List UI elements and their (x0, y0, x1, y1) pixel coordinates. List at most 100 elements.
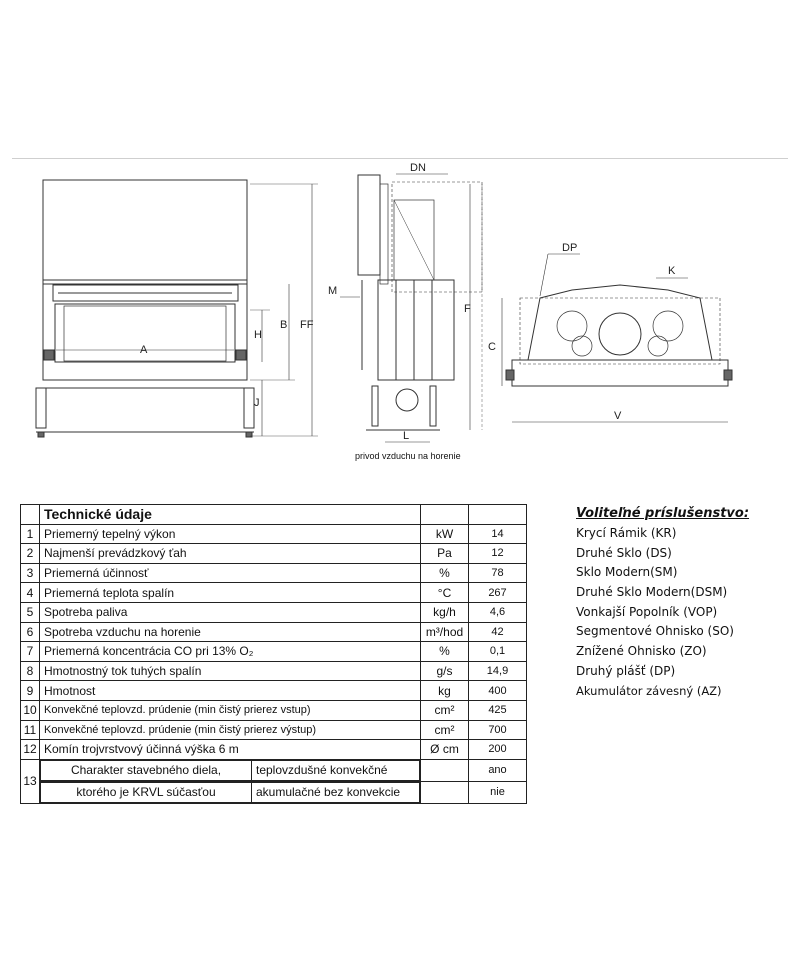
row-unit: m³/hod (420, 621, 469, 643)
side-view (340, 173, 483, 443)
dim-label-f: F (464, 303, 471, 315)
top-view (501, 253, 733, 423)
row-parameter: Najmenší prevádzkový ťah (39, 543, 421, 564)
row-unit: g/s (420, 660, 469, 682)
row-number: 11 (20, 719, 40, 741)
accessory-item: Krycí Rámik (KR) (576, 526, 677, 540)
dim-label-b: B (280, 319, 287, 331)
accessory-item: Vonkajší Popolník (VOP) (576, 604, 718, 619)
row13-option-2: akumulačné bez konvekcie (251, 781, 420, 803)
accessory-item: Sklo Modern(SM) (576, 565, 678, 580)
row-value: 42 (468, 621, 527, 643)
row-unit: kg/h (420, 601, 469, 623)
dim-label-j: J (254, 397, 260, 409)
row-number: 2 (20, 543, 40, 564)
row-number: 9 (20, 680, 40, 701)
row-number: 5 (20, 601, 40, 623)
row-number: 6 (20, 621, 40, 643)
fireplace-technical-drawing: A H J B FF DN M L F DP K C V (35, 162, 733, 443)
accessory-item: Segmentové Ohnisko (SO) (576, 624, 734, 639)
row-parameter: Priemerná koncentrácia CO pri 13% O₂ (39, 641, 421, 662)
row-value: 78 (468, 562, 527, 584)
row-number: 4 (20, 582, 40, 603)
row13-option-1: teplovzdušné konvekčné (251, 759, 420, 781)
row-value: 14 (468, 523, 527, 545)
row-parameter: Hmotnost (39, 680, 421, 701)
dim-label-dp: DP (562, 242, 577, 254)
table-row-13-a: 13 Charakter stavebného diela, teplovzdu… (20, 758, 527, 804)
row13-value-1: ano (468, 758, 527, 782)
table-row-13-b: ktorého je KRVL súčasťou akumulačné bez … (21, 780, 527, 804)
row-value: 14,9 (468, 660, 527, 682)
row-parameter: Priemerná teplota spalín (39, 582, 421, 603)
row-unit: cm² (420, 699, 469, 721)
dim-label-h: H (254, 329, 262, 341)
row-unit: kg (420, 680, 469, 701)
row-value: 200 (468, 739, 527, 760)
row-value: 425 (468, 699, 527, 721)
row13-value-2: nie (468, 780, 527, 804)
row-number: 13 (20, 758, 40, 804)
row-number: 3 (20, 562, 40, 584)
row-parameter: Konvekčné teplovzd. prúdenie (min čistý … (39, 719, 421, 741)
row-parameter: Spotreba paliva (39, 601, 421, 623)
row13-label-line1: Charakter stavebného diela, (70, 762, 222, 777)
accessory-item: Znížené Ohnisko (ZO) (576, 644, 707, 659)
row13-label-line2: ktorého je KRVL súčasťou (76, 784, 216, 799)
dim-label-l: L (403, 430, 409, 442)
accessory-item: Druhé Sklo Modern(DSM) (576, 585, 728, 600)
dim-label-dn: DN (410, 162, 426, 174)
dim-label-v: V (614, 410, 622, 422)
accessories-title: Voliteľné príslušenstvo: (576, 506, 750, 521)
row-number: 7 (20, 641, 40, 662)
row-unit: °C (420, 582, 469, 603)
row-number: 8 (20, 660, 40, 682)
row-value: 4,6 (468, 601, 527, 623)
row-unit: Ø cm (420, 739, 469, 760)
row-parameter: Hmotnostný tok tuhých spalín (39, 660, 421, 682)
row-value: 700 (468, 719, 527, 741)
table-header-row: Technické údaje (20, 504, 527, 525)
optional-accessories: Voliteľné príslušenstvo: Krycí Rámik (KR… (576, 506, 749, 701)
drawing-caption: privod vzduchu na horenie (355, 451, 461, 461)
dim-label-ff: FF (300, 319, 314, 331)
row-number: 10 (20, 699, 40, 721)
row-value: 0,1 (468, 641, 527, 662)
dim-label-k: K (668, 265, 676, 277)
row-number: 12 (20, 739, 40, 760)
row-parameter: Komín trojvrstvový účinná výška 6 m (39, 739, 421, 760)
row-unit: % (420, 562, 469, 584)
dim-label-m: M (328, 285, 337, 297)
row-unit: Pa (420, 543, 469, 564)
row-unit: kW (420, 523, 469, 545)
dim-label-c: C (488, 341, 496, 353)
row-unit: cm² (420, 719, 469, 741)
top-divider (12, 158, 788, 159)
row-value: 267 (468, 582, 527, 603)
front-view (35, 179, 318, 438)
row-parameter: Spotreba vzduchu na horenie (39, 621, 421, 643)
row-parameter: Priemerný tepelný výkon (39, 523, 421, 545)
row-number: 1 (20, 523, 40, 545)
row-value: 400 (468, 680, 527, 701)
row-unit: % (420, 641, 469, 662)
row-parameter: Priemerná účinnosť (39, 562, 421, 584)
table-title: Technické údaje (39, 504, 421, 525)
row-parameter: Konvekčné teplovzd. prúdenie (min čistý … (39, 699, 421, 721)
accessory-item: Druhé Sklo (DS) (576, 545, 672, 560)
accessory-item: Druhý plášť (DP) (576, 663, 676, 678)
accessory-item: Akumulátor závesný (AZ) (576, 683, 722, 698)
row-value: 12 (468, 543, 527, 564)
